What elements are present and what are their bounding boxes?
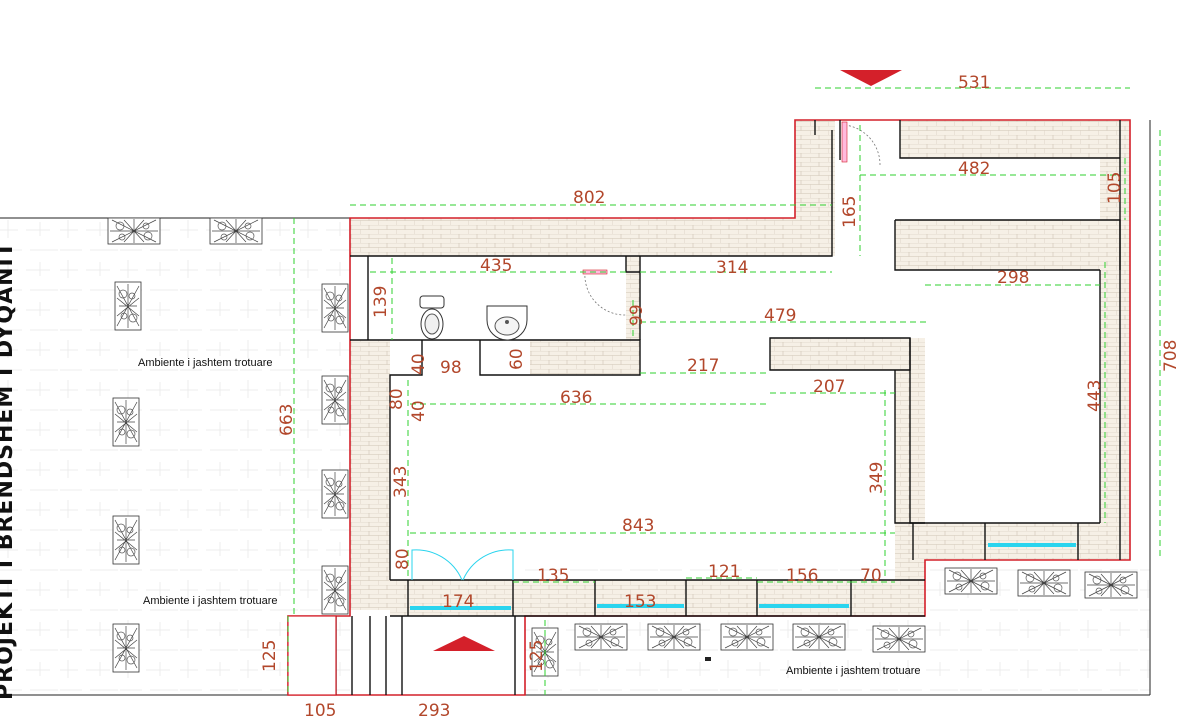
entrance-arrow-down-icon: [840, 70, 902, 86]
floor-marker: [705, 657, 711, 661]
dimension-label: 314: [716, 258, 748, 278]
dimension-label: 293: [418, 701, 450, 720]
dimension-label: 663: [277, 404, 297, 436]
brick-walls: [350, 120, 1130, 616]
dimension-label: 70: [860, 566, 882, 586]
dimension-label: 802: [573, 188, 605, 208]
dimension-label: 843: [622, 516, 654, 536]
dimension-label: 98: [440, 358, 462, 378]
door-swings: [411, 549, 514, 581]
entrance-door-leaf: [841, 121, 848, 163]
toilet-icon: [419, 295, 445, 340]
dimension-label: 99: [627, 304, 647, 326]
entrance-arrow-up-icon: [433, 636, 495, 651]
glazing: [410, 543, 1076, 610]
dimension-label: 40: [409, 400, 429, 422]
dimension-label: 156: [786, 566, 818, 586]
dimension-label: 482: [958, 159, 990, 179]
dimension-label: 139: [371, 286, 391, 318]
dimension-label: 105: [1105, 172, 1125, 204]
interior-walls: [335, 120, 1121, 695]
dimension-label: 80: [393, 548, 413, 570]
entrance-platform: [287, 615, 337, 696]
dimension-label: 217: [687, 356, 719, 376]
dimension-label: 207: [813, 377, 845, 397]
dimension-label: 636: [560, 388, 592, 408]
dimension-label: 479: [764, 306, 796, 326]
outdoor-label-left-top: Ambiente i jashtem trotuare: [138, 357, 273, 369]
dimension-label: 121: [708, 562, 740, 582]
dimension-lines: [287, 87, 1161, 695]
dimension-label: 349: [867, 462, 887, 494]
dimension-label: 443: [1085, 380, 1105, 412]
dimension-texts: 531 802 482 165 105 435 314 298 139 99 4…: [260, 73, 1181, 720]
dimension-label: 80: [387, 388, 407, 410]
sink-icon: [486, 305, 528, 341]
dimension-label: 174: [442, 592, 474, 612]
dimension-label: 298: [997, 268, 1029, 288]
dimension-label: 165: [840, 196, 860, 228]
dimension-label: 60: [507, 348, 527, 370]
dimension-label: 153: [624, 592, 656, 612]
dimension-label: 105: [304, 701, 336, 720]
dimension-label: 40: [409, 353, 429, 375]
dimension-label: 708: [1161, 340, 1181, 372]
dimension-label: 531: [958, 73, 990, 93]
outdoor-label-left-bottom: Ambiente i jashtem trotuare: [143, 595, 278, 607]
dimension-label: 435: [480, 256, 512, 276]
side-title: PROJEKTI I BRENDSHEM I DYQANIT: [0, 241, 18, 700]
outdoor-label-bottom-right: Ambiente i jashtem trotuare: [786, 665, 921, 677]
dimension-label: 135: [537, 566, 569, 586]
dimension-label: 343: [391, 466, 411, 498]
interior-door-swings: [584, 124, 881, 316]
site-boundary: [0, 120, 1151, 696]
dimension-label: 125: [527, 640, 547, 672]
dimension-label: 125: [260, 640, 280, 672]
